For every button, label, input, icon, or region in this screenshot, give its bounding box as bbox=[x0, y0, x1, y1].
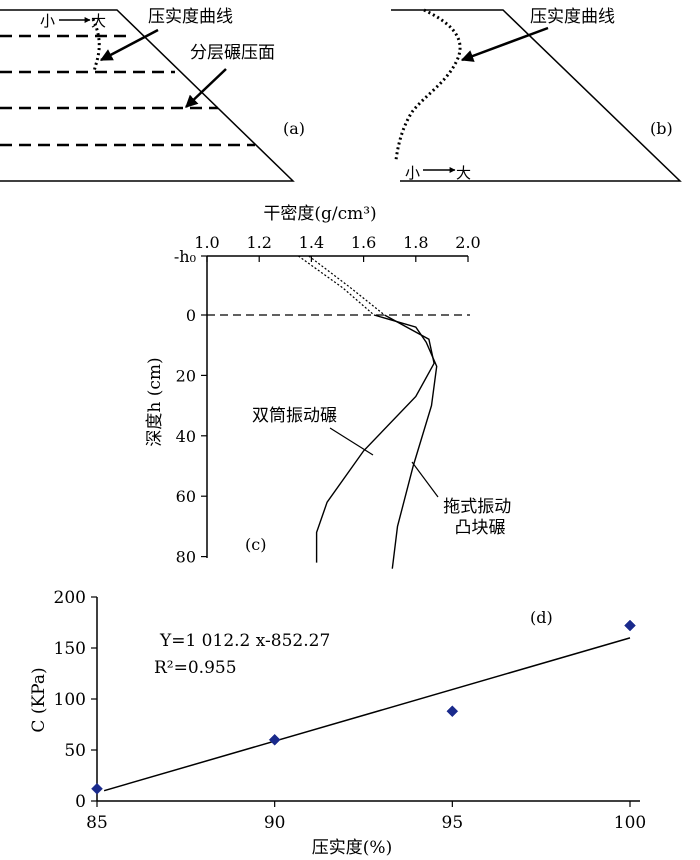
panel-c-y-tick-label: -h₀ bbox=[174, 247, 196, 266]
series-line-above-zero-0 bbox=[308, 255, 385, 316]
panel-d-y-tick-label: 100 bbox=[54, 690, 86, 710]
regression-r2: R²=0.955 bbox=[154, 658, 237, 678]
panel-a: 小 大 压实度曲线 分层碾压面 (a) bbox=[0, 7, 305, 182]
panel-c: 干密度(g/cm³) 1.0 1.2 1.4 1.6 1.8 2.0 -h₀ 0 20 40 60… bbox=[145, 204, 516, 569]
panel-c-y-ticks: -h₀ 0 20 40 60 80 bbox=[174, 247, 207, 567]
series-line-above-zero-1 bbox=[298, 255, 375, 316]
panel-c-y-tick-label: 40 bbox=[176, 427, 196, 446]
panel-d-ylabel: C (KPa) bbox=[29, 667, 49, 732]
data-point bbox=[268, 733, 281, 746]
panel-d-points bbox=[91, 619, 636, 795]
series-label-towed-pad-roller: 拖式振动 凸块碾 bbox=[443, 497, 516, 538]
layer-label: 分层碾压面 bbox=[190, 43, 275, 63]
scale-small-label: 小 bbox=[40, 12, 55, 30]
panel-d-y-tick-label: 150 bbox=[54, 639, 86, 659]
series-label-towed-pad-roller-line-2: 凸块碾 bbox=[455, 518, 506, 538]
panel-c-x-tick-label: 1.4 bbox=[299, 233, 324, 252]
panel-d-xlabel: 压实度(%) bbox=[312, 838, 392, 858]
curve-pointer-arrow-icon bbox=[460, 26, 549, 62]
series-line-0 bbox=[315, 314, 435, 563]
panel-d-x-tick-label: 85 bbox=[86, 813, 108, 833]
panel-c-x-ticks: 1.0 1.2 1.4 1.6 1.8 2.0 bbox=[194, 233, 481, 262]
panel-d-x-tick-label: 95 bbox=[442, 813, 464, 833]
data-point bbox=[624, 619, 636, 632]
panel-d-y-tick-label: 200 bbox=[54, 588, 86, 608]
data-point bbox=[91, 782, 103, 795]
panel-c-x-tick-label: 1.2 bbox=[246, 233, 271, 252]
panel-c-x-tick-label: 1.6 bbox=[351, 233, 376, 252]
panel-b-label: (b) bbox=[650, 119, 673, 138]
series-label-double-drum-roller: 双筒振动碾 bbox=[252, 406, 337, 426]
panel-c-ylabel: 深度h (cm) bbox=[145, 357, 165, 446]
panel-c-x-tick-label: 2.0 bbox=[455, 233, 480, 252]
embankment-outline-b bbox=[391, 9, 682, 182]
series-label-towed-pad-roller-line-1: 拖式振动 bbox=[443, 497, 511, 517]
panel-c-x-tick-label: 1.8 bbox=[403, 233, 428, 252]
panel-d-y-ticks: 0 50 100 150 200 bbox=[54, 588, 97, 812]
curve-label-a: 压实度曲线 bbox=[148, 7, 233, 27]
panel-d-x-ticks: 85 90 95 100 bbox=[86, 801, 646, 833]
panel-c-y-tick-label: 0 bbox=[186, 306, 196, 325]
panel-c-xlabel: 干密度(g/cm³) bbox=[263, 204, 376, 224]
scale-large-label: 大 bbox=[456, 164, 471, 182]
panel-d-x-tick-label: 100 bbox=[614, 813, 646, 833]
curve-pointer-arrow-icon bbox=[99, 28, 159, 62]
panel-c-x-tick-label: 1.0 bbox=[194, 233, 219, 252]
panel-c-y-tick-label: 60 bbox=[176, 487, 196, 506]
panel-d-x-tick-label: 90 bbox=[264, 813, 286, 833]
panel-a-label: (a) bbox=[283, 119, 305, 138]
regression-equation: Y=1 012.2 x-852.27 bbox=[159, 631, 330, 651]
compaction-curve-b bbox=[394, 8, 462, 161]
panel-c-y-tick-label: 20 bbox=[176, 366, 196, 385]
panel-c-label: (c) bbox=[245, 535, 266, 554]
data-point bbox=[446, 705, 459, 718]
trend-line bbox=[103, 637, 631, 792]
panel-d-label: (d) bbox=[530, 608, 553, 627]
panel-c-y-tick-label: 80 bbox=[176, 548, 196, 567]
embankment-outline-a bbox=[0, 9, 295, 182]
panel-d-y-tick-label: 0 bbox=[75, 792, 86, 812]
series-line-1 bbox=[373, 314, 438, 569]
panel-c-series bbox=[298, 255, 438, 569]
series-leader-line bbox=[329, 427, 374, 456]
compaction-curve-a bbox=[91, 18, 101, 73]
scale-small-label: 小 bbox=[405, 164, 420, 182]
curve-label-b: 压实度曲线 bbox=[530, 7, 615, 27]
panel-b: 压实度曲线 小 大 (b) bbox=[391, 7, 682, 182]
layer-pointer-arrow-icon bbox=[185, 68, 227, 108]
scale-large-label: 大 bbox=[91, 12, 106, 30]
panel-d-y-tick-label: 50 bbox=[64, 741, 86, 761]
series-leader-line bbox=[411, 461, 439, 498]
panel-d: 85 90 95 100 0 50 100 150 200 Y=1 012.2 x-852.2… bbox=[29, 588, 646, 858]
